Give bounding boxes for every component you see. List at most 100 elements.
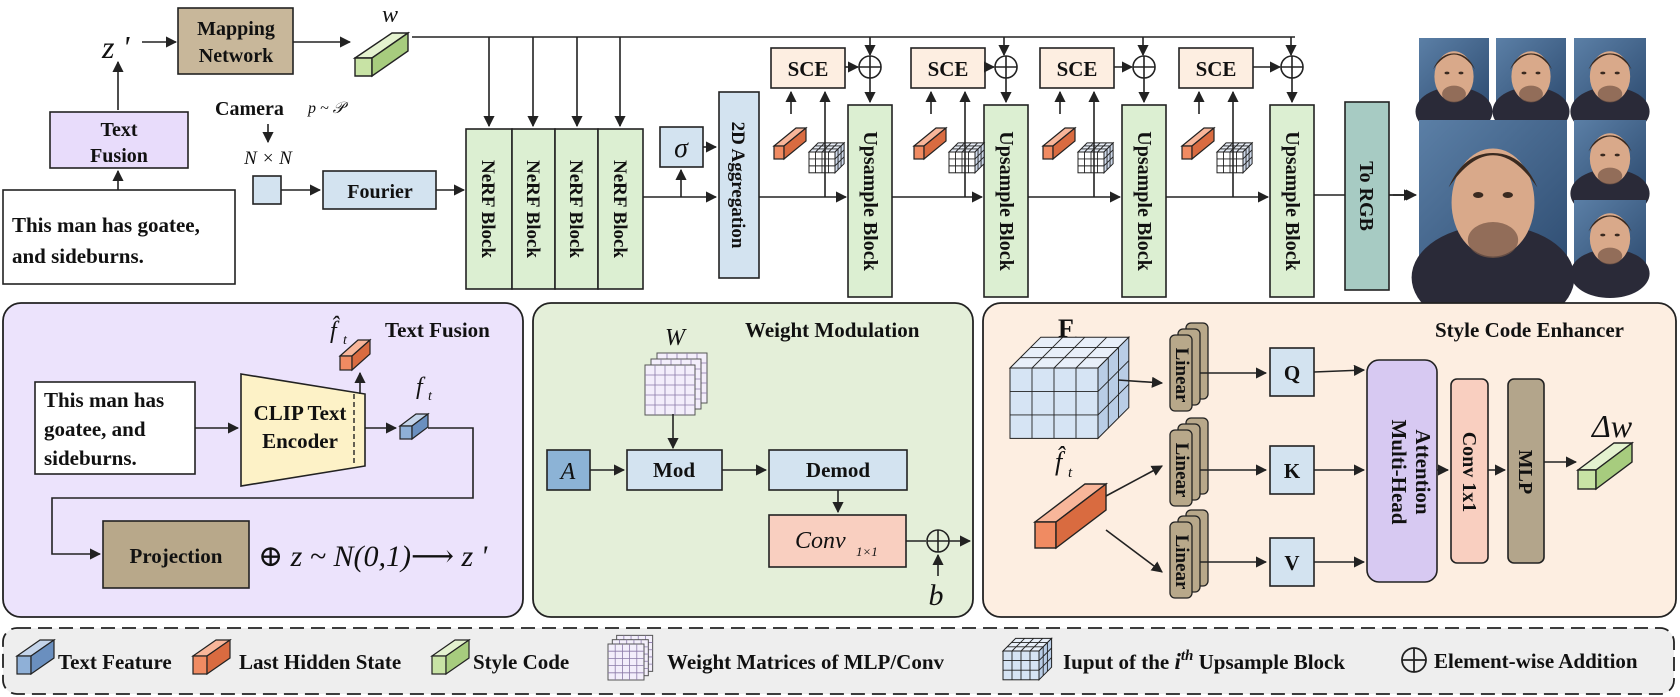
v-box — [1269, 537, 1315, 587]
text-fusion-label-2: Fusion — [90, 145, 148, 167]
legend-addition-icon — [1401, 647, 1427, 673]
f-hat-label: f̂ — [330, 316, 340, 344]
linear-label-3: Linear — [1171, 535, 1192, 590]
fi-label: F — [1058, 314, 1074, 343]
legend-text-feature: Text Feature — [58, 650, 172, 674]
upsample-stages: SCE Upsample Block SCE Upsample Block SCE Ups… — [770, 47, 1315, 298]
sce-box-2 — [910, 47, 986, 89]
mha-box — [1366, 359, 1438, 583]
upsample-stage-1: SCE Upsample Block — [770, 47, 893, 298]
style-code-icon — [352, 31, 411, 78]
mapping-network-label-1: Mapping — [197, 18, 275, 40]
k-label: K — [1284, 459, 1301, 483]
sigma-box — [659, 126, 704, 168]
clip-encoder-box — [240, 373, 366, 487]
upsample-block-label-3: Upsample Block — [1133, 131, 1155, 271]
sce-label-3: SCE — [1057, 57, 1098, 81]
legend-style-code: Style Code — [473, 650, 569, 674]
sce-last-hidden-icon — [1032, 482, 1109, 550]
upsample-block-1 — [847, 104, 893, 298]
n-by-n-label: N × N — [243, 148, 293, 169]
legend-style-code-icon — [430, 638, 471, 676]
linear-stack-2: Linear — [1169, 417, 1209, 507]
text-fusion-panel-title: Text Fusion — [385, 318, 490, 342]
projection-label: Projection — [130, 544, 223, 568]
sigma-label: σ — [674, 133, 689, 164]
sce-f-hat-sub: t — [1068, 465, 1073, 481]
linear-stack-3: Linear — [1169, 509, 1209, 599]
sce-label-1: SCE — [788, 57, 829, 81]
aggregation-label: 2D Aggregation — [727, 122, 748, 249]
f-sub: t — [428, 389, 433, 404]
input-cube-icon-4 — [1215, 141, 1254, 175]
conv-label: Conv — [795, 528, 846, 554]
prompt-line-2: and sideburns. — [12, 244, 144, 268]
nerf-block-4-label: NeRF Block — [609, 160, 630, 258]
delta-w-label: Δw — [1590, 408, 1633, 444]
nerf-blocks: NeRF Block NeRF Block NeRF Block NeRF Bl… — [465, 128, 644, 290]
sce-panel-title: Style Code Enhancer — [1435, 318, 1624, 342]
sce-conv-label: Conv 1x1 — [1458, 432, 1480, 513]
linear-stack-1: Linear — [1169, 322, 1209, 412]
input-cube-icon-1 — [807, 141, 846, 175]
generated-faces — [1411, 38, 1650, 330]
legend-input-cube-icon — [1001, 637, 1053, 682]
mha-label-1: Multi-Head — [1387, 420, 1411, 525]
b-label: b — [929, 579, 944, 612]
nerf-block-3-label: NeRF Block — [565, 160, 586, 258]
camera-label: Camera — [215, 98, 284, 120]
projection-formula: ⊕ z ~ N(0,1)⟶ z ' — [258, 540, 488, 573]
q-label: Q — [1284, 361, 1300, 385]
projection-box — [102, 520, 250, 589]
weight-matrix-icon — [644, 352, 708, 416]
sce-label-2: SCE — [928, 57, 969, 81]
sce-f-hat-label: f̂ — [1055, 447, 1066, 476]
sce-box-4 — [1178, 47, 1254, 89]
k-box — [1269, 445, 1315, 495]
w-label: w — [382, 2, 398, 28]
input-cube-icon-2 — [947, 141, 986, 175]
upsample-block-4 — [1269, 104, 1315, 298]
conv-box — [768, 514, 907, 568]
upsample-stage-3: SCE Upsample Block — [1039, 47, 1167, 298]
legend-last-hidden: Last Hidden State — [239, 650, 401, 674]
mha-label-2: Attention — [1411, 429, 1435, 514]
f-label: f — [416, 374, 426, 400]
to-rgb-box — [1344, 101, 1390, 291]
demod-label: Demod — [806, 458, 870, 482]
upsample-block-label-4: Upsample Block — [1281, 131, 1303, 271]
fourier-box — [322, 170, 437, 210]
legend-last-hidden-icon — [191, 638, 232, 676]
text-fusion-box — [49, 111, 189, 169]
face-image-4 — [1411, 120, 1575, 330]
nerf-block-2-label: NeRF Block — [522, 160, 543, 258]
face-image-6 — [1570, 200, 1650, 298]
prompt-box — [2, 189, 236, 285]
upsample-block-3 — [1121, 104, 1167, 298]
z-prime-label: z ' — [101, 29, 130, 65]
legend-input: Iuput of the ith Upsample Block — [1063, 648, 1345, 674]
nerf-block-1-label: NeRF Block — [477, 160, 498, 258]
last-hidden-state-icon — [338, 338, 372, 372]
upsample-block-label-1: Upsample Block — [859, 131, 881, 271]
weight-modulation-title: Weight Modulation — [745, 318, 920, 342]
upsample-block-label-2: Upsample Block — [995, 131, 1017, 271]
delta-w-style-code-icon — [1575, 441, 1635, 491]
sce-label-4: SCE — [1196, 57, 1237, 81]
fourier-label: Fourier — [347, 181, 413, 203]
a-label: A — [559, 459, 576, 485]
linear-label-2: Linear — [1171, 443, 1192, 498]
sce-box-3 — [1039, 47, 1115, 89]
sce-box-1 — [770, 47, 846, 89]
f-hat-sub: t — [343, 333, 348, 348]
nerf-block-4 — [597, 128, 644, 290]
w-matrix-label: W — [665, 325, 687, 351]
text-feature-icon — [398, 412, 430, 441]
legend-weight-matrix-icon — [607, 634, 654, 681]
sce-mlp-box — [1507, 378, 1545, 564]
conv-sub: 1×1 — [856, 544, 878, 559]
tf-prompt-box — [34, 381, 196, 475]
mapping-network-box — [177, 7, 294, 75]
